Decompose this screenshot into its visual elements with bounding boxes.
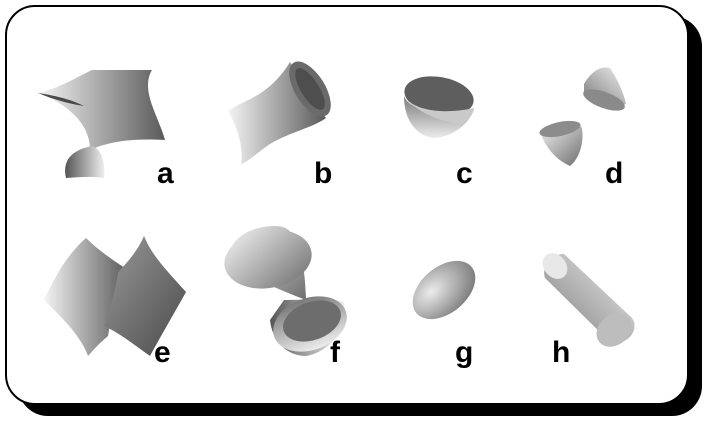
- elliptic-paraboloid-icon: [401, 71, 477, 138]
- hyperboloid-one-sheet-icon: [228, 55, 339, 164]
- hyperbolic-paraboloid-icon: [38, 70, 165, 178]
- hyperboloid-two-sheets-icon: [538, 68, 627, 166]
- ellipsoid-icon: [402, 249, 487, 331]
- panel-label-b: b: [314, 157, 332, 190]
- panel-label-e: e: [154, 336, 171, 369]
- panel-label-c: c: [456, 157, 473, 190]
- panel-label-d: d: [605, 157, 623, 190]
- panel-label-g: g: [455, 336, 473, 369]
- panel-label-f: f: [330, 336, 341, 369]
- panel-label-h: h: [552, 336, 570, 369]
- panel-label-a: a: [157, 157, 174, 190]
